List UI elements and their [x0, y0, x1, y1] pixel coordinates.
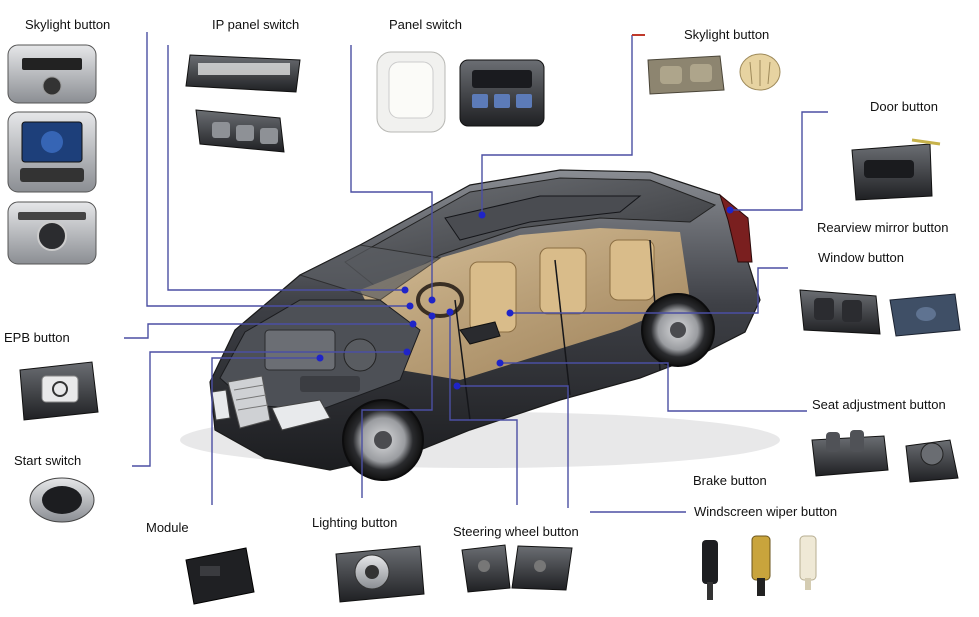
label-module: Module	[146, 520, 189, 535]
seat-adjustment-button-photos	[811, 430, 959, 483]
label-door-button: Door button	[870, 99, 938, 114]
label-panel-switch: Panel switch	[389, 17, 462, 32]
label-seat-adjustment-button: Seat adjustment button	[812, 397, 946, 412]
door-button-photo	[851, 138, 941, 201]
leader-dots	[316, 206, 734, 390]
label-skylight-button-right: Skylight button	[684, 27, 770, 42]
label-skylight-button-left: Skylight button	[25, 17, 111, 32]
label-rearview-mirror-button: Rearview mirror button	[817, 220, 949, 235]
lighting-button-photo	[335, 545, 425, 603]
label-steering-wheel-button: Steering wheel button	[453, 524, 579, 539]
label-epb-button: EPB button	[4, 330, 70, 345]
label-ip-panel-switch: IP panel switch	[212, 17, 300, 32]
label-windscreen-wiper-button: Windscreen wiper button	[694, 504, 838, 519]
skylight-button-left-photos	[7, 44, 97, 265]
brake-wiper-button-photos	[702, 535, 817, 600]
car-illustration	[180, 169, 780, 481]
panel-switch-photos	[376, 51, 545, 133]
label-lighting-button: Lighting button	[312, 515, 398, 530]
label-window-button: Window button	[818, 250, 904, 265]
leader-lines	[124, 32, 828, 513]
skylight-button-right-photos	[647, 53, 781, 95]
ip-panel-switch-photos	[185, 54, 301, 153]
label-start-switch: Start switch	[14, 453, 82, 468]
steering-wheel-button-photo	[461, 544, 573, 593]
label-brake-button: Brake button	[693, 473, 767, 488]
start-switch-photo	[29, 477, 95, 523]
window-button-photos	[799, 289, 961, 337]
epb-button-photo	[19, 361, 99, 421]
module-photo	[185, 547, 255, 605]
